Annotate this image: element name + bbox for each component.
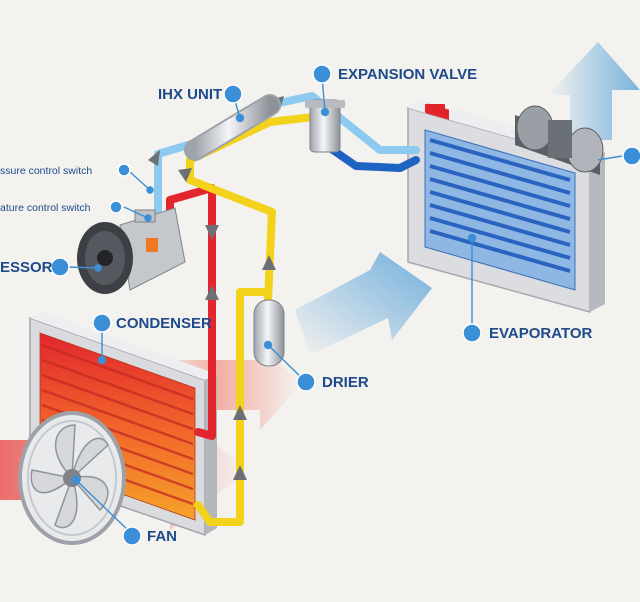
label-fan: FAN: [147, 528, 177, 545]
cold-air-arrow-center: [295, 252, 432, 355]
cold-air-arrow-top-right: [548, 42, 640, 140]
label-condenser: CONDENSER: [116, 315, 212, 332]
label-expansion-valve: EXPANSION VALVE: [338, 66, 477, 83]
cold-line: [326, 144, 420, 172]
marker-fan: [122, 526, 142, 546]
label-compressor: ESSOR: [0, 259, 53, 276]
marker-temperature-switch: [109, 200, 123, 214]
marker-evaporator: [462, 323, 482, 343]
marker-compressor: [50, 257, 70, 277]
label-evaporator: EVAPORATOR: [489, 325, 593, 342]
marker-expansion-valve: [312, 64, 332, 84]
label-markers: [50, 64, 640, 546]
label-temperature-switch: ature control switch: [0, 202, 91, 214]
refrigerant-lines: [154, 92, 420, 526]
ihx-unit: [184, 94, 281, 161]
fan-unit: [18, 411, 126, 545]
label-drier: DRIER: [322, 374, 369, 391]
marker-ihx: [223, 84, 243, 104]
flow-arrows: [148, 96, 284, 480]
suction-line: [154, 92, 420, 216]
blower-motor: [515, 105, 604, 175]
marker-blower: [622, 146, 640, 166]
marker-condenser: [92, 313, 112, 333]
label-ihx-unit: IHX UNIT: [158, 86, 222, 103]
evaporator-unit: [407, 100, 605, 313]
label-pressure-switch: ssure control switch: [0, 165, 92, 177]
drier-unit: [253, 299, 285, 367]
compressor-unit: [77, 207, 186, 294]
marker-drier: [296, 372, 316, 392]
marker-pressure-switch: [117, 163, 131, 177]
